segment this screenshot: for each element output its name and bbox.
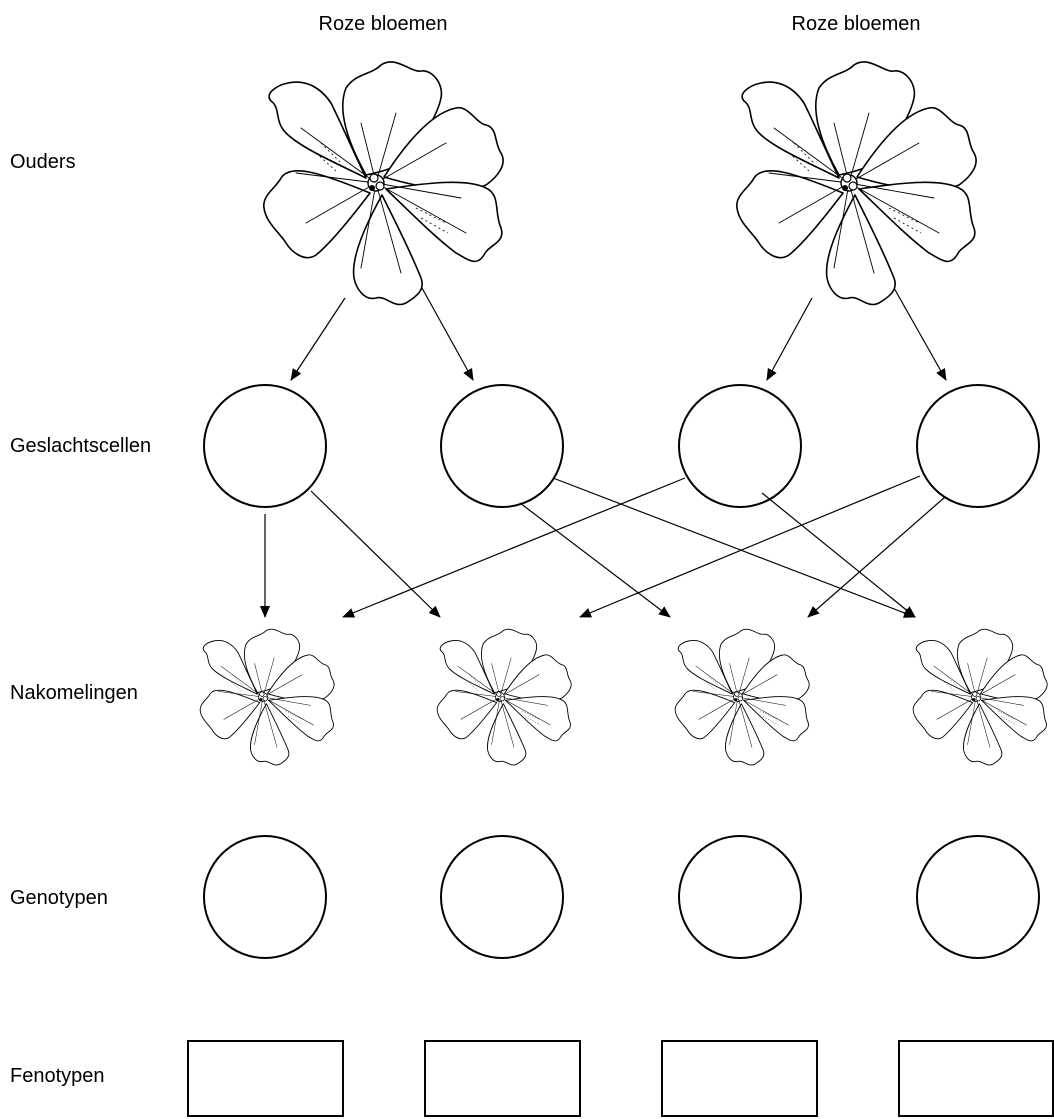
arrow-parent-left-to-gamete-2 <box>421 287 474 381</box>
phenotype-box-4[interactable] <box>898 1040 1054 1117</box>
parent-title-right: Roze bloemen <box>792 13 921 35</box>
arrow-gamete-1-to-offspring-2 <box>310 490 441 618</box>
arrow-parent-right-to-gamete-4 <box>893 287 947 381</box>
genotype-circle-1[interactable] <box>203 835 327 959</box>
genotype-circle-4[interactable] <box>916 835 1040 959</box>
parent-title-left: Roze bloemen <box>319 13 448 35</box>
row-label-parents: Ouders <box>10 151 76 173</box>
offspring-flower-2 <box>436 628 572 766</box>
gamete-circle-1[interactable] <box>203 384 327 508</box>
arrow-parent-right-to-gamete-3 <box>766 297 813 381</box>
genotype-circle-2[interactable] <box>440 835 564 959</box>
row-label-gametes: Geslachtscellen <box>10 435 151 457</box>
arrow-gamete-2-to-offspring-4 <box>552 477 916 618</box>
gamete-circle-4[interactable] <box>916 384 1040 508</box>
parent-flower-left <box>263 61 504 306</box>
gamete-circle-2[interactable] <box>440 384 564 508</box>
row-label-offspring: Nakomelingen <box>10 682 138 704</box>
offspring-flower-4 <box>912 628 1048 766</box>
phenotype-box-3[interactable] <box>661 1040 818 1117</box>
parent-flower-right <box>736 61 977 306</box>
arrow-gamete-4-to-offspring-2 <box>579 475 921 618</box>
arrow-gamete-3-to-offspring-4 <box>761 492 916 618</box>
row-label-genotypes: Genotypen <box>10 887 108 909</box>
arrow-gamete-4-to-offspring-3 <box>807 496 946 618</box>
genotype-circle-3[interactable] <box>678 835 802 959</box>
offspring-flower-3 <box>674 628 810 766</box>
row-label-phenotypes: Fenotypen <box>10 1065 105 1087</box>
arrow-gamete-2-to-offspring-3 <box>519 502 671 618</box>
arrow-parent-left-to-gamete-1 <box>290 297 346 381</box>
gamete-circle-3[interactable] <box>678 384 802 508</box>
offspring-flower-1 <box>199 628 335 766</box>
arrow-gamete-3-to-offspring-1 <box>342 477 686 618</box>
phenotype-box-2[interactable] <box>424 1040 581 1117</box>
phenotype-box-1[interactable] <box>187 1040 344 1117</box>
